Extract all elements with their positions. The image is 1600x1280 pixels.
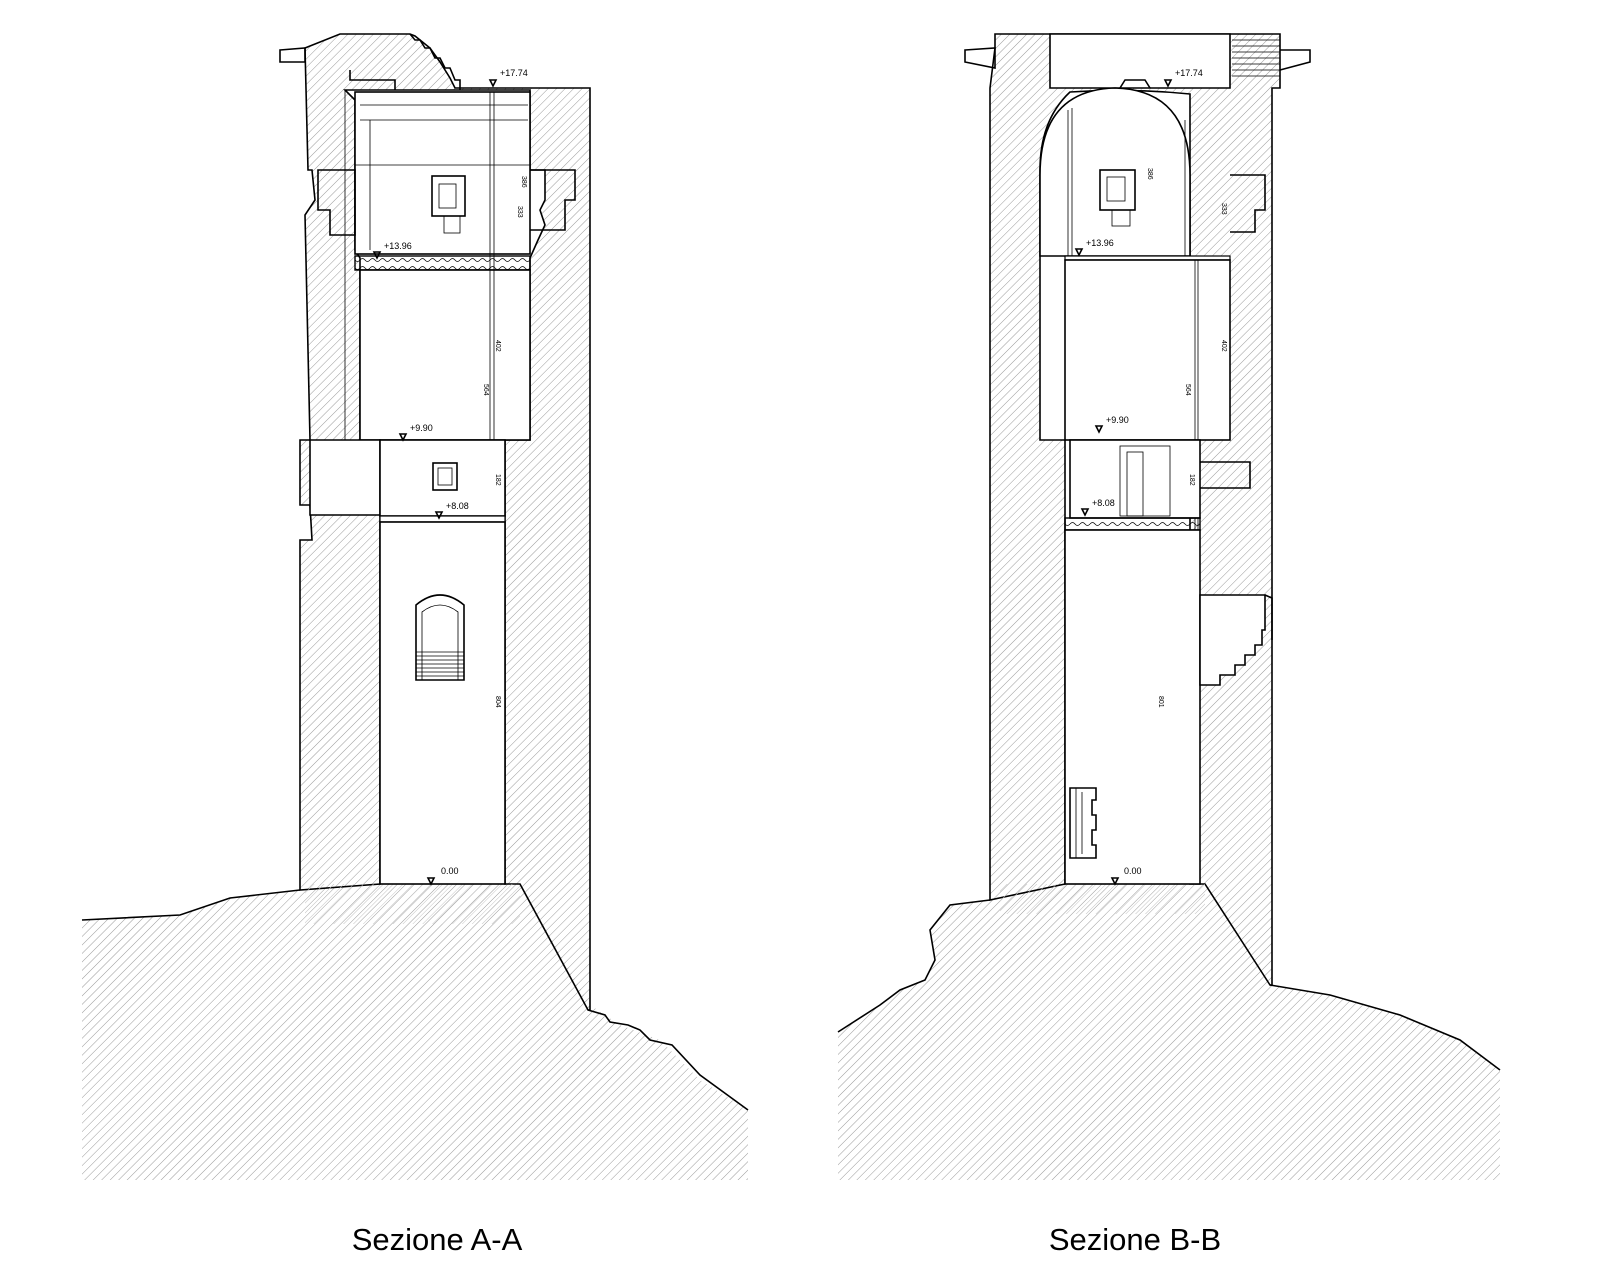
slab-808-a bbox=[379, 515, 506, 523]
section-a-caption: Sezione A-A bbox=[351, 1222, 523, 1257]
dimension-labels-a: 386 333 402 564 182 804 bbox=[482, 176, 527, 708]
slab-1396-a bbox=[354, 255, 531, 271]
niche-a bbox=[415, 594, 465, 681]
dim-333-a: 333 bbox=[516, 206, 523, 218]
level-808-b: +8.08 bbox=[1092, 498, 1115, 508]
section-b-b bbox=[837, 33, 1501, 1180]
window-upper-b bbox=[1099, 169, 1136, 211]
dim-386-a: 386 bbox=[520, 176, 527, 188]
level-1774-a: +17.74 bbox=[500, 68, 528, 78]
level-1396-b: +13.96 bbox=[1086, 238, 1114, 248]
mezzanine-b bbox=[1069, 439, 1201, 519]
slab-808-b bbox=[1064, 517, 1201, 531]
dim-402-a: 402 bbox=[494, 340, 501, 352]
level-1774-b: +17.74 bbox=[1175, 68, 1203, 78]
level-990-a: +9.90 bbox=[410, 423, 433, 433]
bench-b bbox=[1069, 787, 1097, 859]
dim-564-a: 564 bbox=[482, 384, 489, 396]
ground-room-b bbox=[1064, 529, 1201, 885]
dim-801-b: 801 bbox=[1157, 696, 1164, 708]
stair-recess-b bbox=[1199, 594, 1266, 686]
dimension-labels-b: 386 333 402 564 182 801 bbox=[1146, 168, 1227, 708]
window-upper-a bbox=[431, 175, 466, 217]
dim-182-b: 182 bbox=[1188, 474, 1195, 486]
level-990-b: +9.90 bbox=[1106, 415, 1129, 425]
level-000-b: 0.00 bbox=[1124, 866, 1142, 876]
dim-386-b: 386 bbox=[1146, 168, 1153, 180]
upper-room-a bbox=[354, 91, 531, 255]
level-000-a: 0.00 bbox=[441, 866, 459, 876]
dim-182-a: 182 bbox=[494, 474, 501, 486]
middle-room-a bbox=[359, 269, 531, 441]
dim-804-a: 804 bbox=[494, 696, 501, 708]
level-marks-a: +17.74 +13.96 +9.90 +8.08 0.00 bbox=[372, 68, 528, 886]
middle-room-b bbox=[1064, 259, 1231, 441]
dim-564-b: 564 bbox=[1184, 384, 1191, 396]
ground-room-a bbox=[379, 521, 506, 885]
level-1396-a: +13.96 bbox=[384, 241, 412, 251]
section-a-a bbox=[81, 33, 749, 1180]
dim-402-b: 402 bbox=[1220, 340, 1227, 352]
terrain-b bbox=[838, 884, 1500, 1180]
level-808-a: +8.08 bbox=[446, 501, 469, 511]
dim-333-b: 333 bbox=[1220, 203, 1227, 215]
level-marks-b: +17.74 +13.96 +9.90 +8.08 0.00 bbox=[1074, 68, 1203, 886]
terrain-a bbox=[82, 884, 748, 1180]
section-b-caption: Sezione B-B bbox=[1048, 1222, 1222, 1257]
